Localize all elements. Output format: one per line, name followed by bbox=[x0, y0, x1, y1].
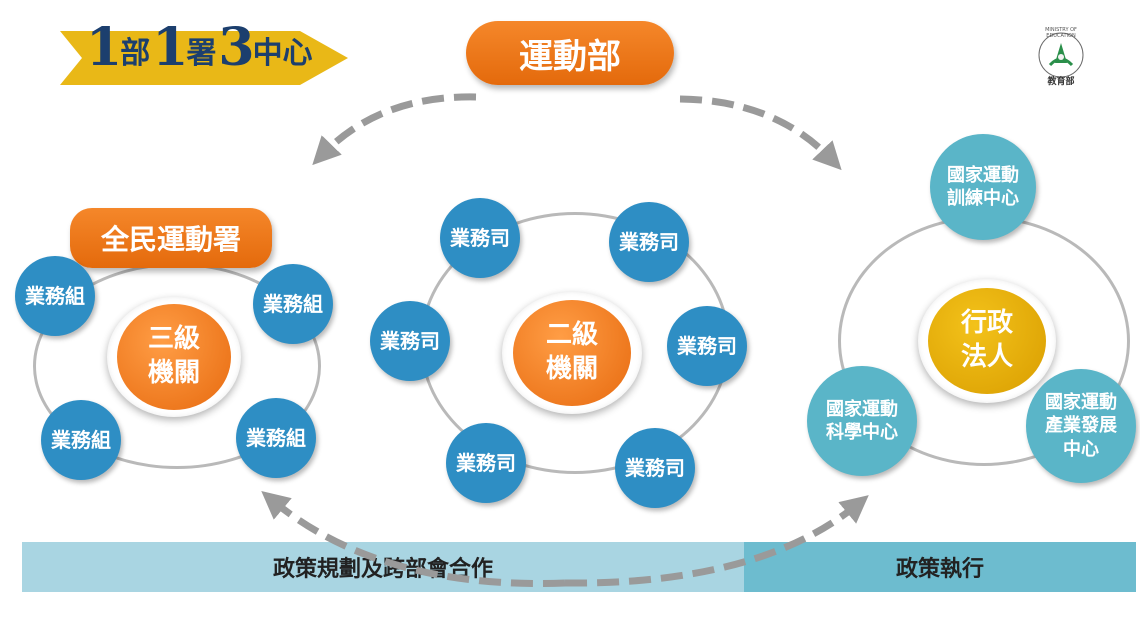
training-center-node: 國家運動 訓練中心 bbox=[930, 134, 1036, 240]
arrow-top-left bbox=[312, 93, 477, 166]
left-node-4-label: 業務組 bbox=[246, 426, 306, 450]
title-banner bbox=[60, 28, 360, 88]
middle-node-4-label: 業務司 bbox=[677, 334, 737, 358]
middle-core: 二級 機關 bbox=[502, 292, 642, 414]
industry-center-line-1: 國家運動 bbox=[1045, 391, 1117, 413]
title-text: 1 部 1 署 3 中心 bbox=[86, 14, 315, 74]
middle-core-line-1: 二級 bbox=[545, 320, 598, 351]
middle-node-6-label: 業務司 bbox=[625, 456, 685, 480]
left-node-2-label: 業務組 bbox=[263, 292, 323, 316]
left-node-1: 業務組 bbox=[15, 256, 95, 336]
left-core: 三級 機關 bbox=[107, 297, 241, 417]
training-center-line-1: 國家運動 bbox=[947, 164, 1019, 186]
middle-node-1-label: 業務司 bbox=[450, 226, 510, 250]
title-number-3: 3 bbox=[218, 17, 254, 78]
right-core-line-2: 法人 bbox=[960, 342, 1013, 372]
middle-core-line-2: 機關 bbox=[545, 354, 598, 384]
sports-administration-label: 全民運動署 bbox=[100, 223, 241, 256]
title-unit-centers: 中心 bbox=[252, 36, 313, 71]
arrow-bottom-left bbox=[261, 491, 566, 587]
industry-center-node: 國家運動 產業發展 中心 bbox=[1026, 369, 1136, 483]
title-unit-ministry: 部 bbox=[120, 36, 151, 71]
ministry-of-sports-label: 運動部 bbox=[519, 36, 621, 77]
middle-node-3: 業務司 bbox=[370, 301, 450, 381]
industry-center-line-2: 產業發展 bbox=[1045, 415, 1117, 437]
policy-planning-bar: 政策規劃及跨部會合作 bbox=[22, 542, 744, 592]
title-number-2: 1 bbox=[152, 17, 188, 78]
middle-node-1: 業務司 bbox=[440, 198, 520, 278]
right-core: 行政 法人 bbox=[918, 279, 1056, 403]
training-center-line-2: 訓練中心 bbox=[947, 188, 1019, 209]
middle-node-6: 業務司 bbox=[615, 428, 695, 508]
left-node-4: 業務組 bbox=[236, 398, 316, 478]
middle-node-5-label: 業務司 bbox=[456, 451, 516, 475]
science-center-line-2: 科學中心 bbox=[826, 422, 898, 443]
title-number-1: 1 bbox=[86, 17, 122, 78]
right-core-line-1: 行政 bbox=[960, 308, 1013, 339]
middle-node-4: 業務司 bbox=[667, 306, 747, 386]
industry-center-line-3: 中心 bbox=[1063, 438, 1099, 460]
left-node-3-label: 業務組 bbox=[51, 428, 111, 452]
middle-node-2-label: 業務司 bbox=[619, 230, 679, 254]
left-node-1-label: 業務組 bbox=[25, 284, 85, 308]
left-core-line-1: 三級 bbox=[147, 324, 200, 355]
left-node-2: 業務組 bbox=[253, 264, 333, 344]
sports-administration-pill: 全民運動署 bbox=[70, 208, 272, 268]
policy-execution-label: 政策執行 bbox=[895, 557, 984, 582]
ministry-logo: MINISTRY OF EDUCATION 教育部 bbox=[1028, 27, 1094, 87]
logo-caption: 教育部 bbox=[1047, 77, 1075, 87]
science-center-line-1: 國家運動 bbox=[826, 398, 898, 420]
middle-node-3-label: 業務司 bbox=[380, 329, 440, 353]
arrow-top-right bbox=[679, 95, 842, 171]
middle-node-5: 業務司 bbox=[446, 423, 526, 503]
logo-ring-text: MINISTRY OF EDUCATION bbox=[1045, 27, 1077, 39]
title-unit-administration: 署 bbox=[186, 36, 217, 71]
ministry-of-sports-pill: 運動部 bbox=[466, 21, 674, 85]
left-core-line-2: 機關 bbox=[147, 358, 200, 388]
left-node-3: 業務組 bbox=[41, 400, 121, 480]
science-center-node: 國家運動 科學中心 bbox=[807, 366, 917, 476]
arrow-bottom-right bbox=[564, 495, 869, 587]
policy-execution-bar: 政策執行 bbox=[744, 542, 1136, 592]
middle-node-2: 業務司 bbox=[609, 202, 689, 282]
